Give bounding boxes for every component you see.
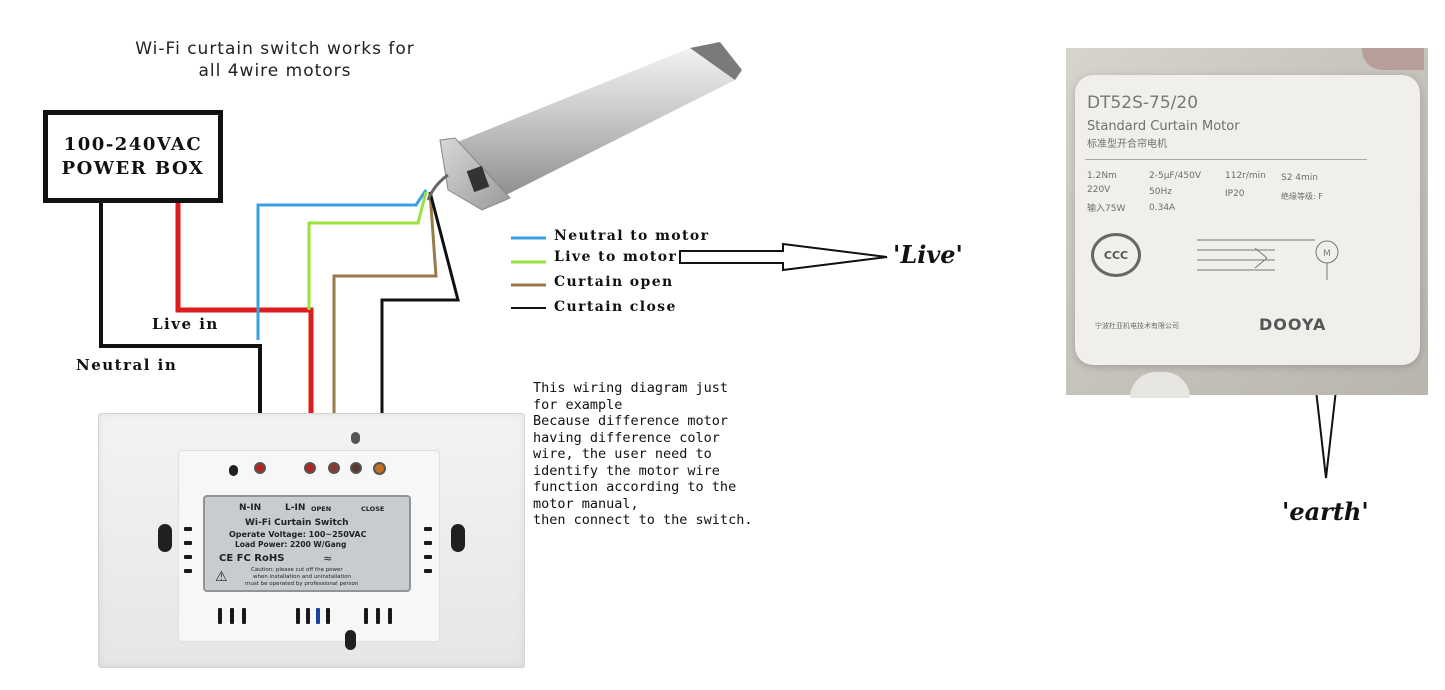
spec-current: 0.34A <box>1149 203 1176 213</box>
power-box: 100-240VAC POWER BOX <box>43 110 223 203</box>
terminal-open-text: OPEN <box>311 505 332 513</box>
spec-torque: 1.2Nm <box>1087 171 1117 181</box>
operate-voltage: Operate Voltage: 100~250VAC <box>229 530 367 539</box>
neutral-in-label: Neutral in <box>76 356 178 374</box>
motor-wiring-schematic: M <box>1197 239 1339 280</box>
status-led <box>316 608 320 624</box>
switch-screw-hole <box>229 465 238 476</box>
vent-slot <box>218 608 222 624</box>
live-in-label: Live in <box>152 315 219 333</box>
spec-frequency: 50Hz <box>1149 187 1172 197</box>
l-in-terminal <box>304 462 316 474</box>
ccc-text: CCC <box>1103 248 1129 262</box>
spec-speed: 112r/min <box>1225 171 1266 181</box>
wiring-note: This wiring diagram just for example Bec… <box>533 380 773 529</box>
diagram-title: Wi-Fi curtain switch works for all 4wire… <box>100 38 450 82</box>
vent-slot <box>242 608 246 624</box>
maker-cn: 宁波杜亚机电技术有限公司 <box>1095 322 1179 330</box>
switch-screw-top <box>351 432 360 444</box>
vent-slot <box>424 555 432 559</box>
n-in-terminal <box>254 462 266 474</box>
legend-live-to-motor: Live to motor <box>554 249 678 265</box>
spec-duty: S2 4min <box>1281 173 1318 183</box>
photo-corner <box>1362 48 1424 70</box>
legend-neutral-to-motor: Neutral to motor <box>554 228 710 244</box>
title-line-2: all 4wire motors <box>198 61 352 81</box>
caution-line-2: when installation and uninstallation <box>253 574 352 580</box>
note-line: identify the motor wire <box>533 462 720 479</box>
motor-name-cn: 标准型开合帘电机 <box>1087 139 1167 150</box>
legend-curtain-close: Curtain close <box>554 299 677 315</box>
close-terminal <box>373 462 386 475</box>
note-line: motor manual, <box>533 495 639 512</box>
mount-hole-left <box>158 524 172 552</box>
power-box-voltage: 100-240VAC <box>63 133 203 155</box>
load-power: Load Power: 2200 W/Gang <box>235 540 347 549</box>
vent-slot <box>184 541 192 545</box>
spec-ip: IP20 <box>1225 189 1245 199</box>
vent-slot <box>424 541 432 545</box>
note-line: Because difference motor <box>533 413 729 429</box>
mount-hole-bottom <box>345 630 356 650</box>
open-terminal <box>328 462 340 474</box>
note-line: then connect to the switch. <box>533 512 753 528</box>
note-line: wire, the user need to <box>533 446 712 462</box>
sticker-divider <box>1085 159 1367 160</box>
curtain-open-wire <box>332 191 438 468</box>
vent-slot <box>424 527 432 531</box>
vent-slot <box>424 569 432 573</box>
legend-curtain-open: Curtain open <box>554 274 674 290</box>
spec-insulation: 绝缘等级: F <box>1281 192 1323 201</box>
dooya-brand: DOOYA <box>1259 315 1327 334</box>
note-line: having difference color <box>533 429 720 446</box>
live-arrow <box>679 242 888 272</box>
blank-terminal <box>350 462 362 474</box>
vent-slot <box>306 608 310 624</box>
caution-line-1: Caution: please cut off the power <box>251 567 343 573</box>
live-callout: 'Live' <box>893 240 963 269</box>
vent-slot <box>296 608 300 624</box>
vent-slot <box>184 555 192 559</box>
wifi-icon: ≈ <box>323 552 333 565</box>
power-box-label: POWER BOX <box>61 157 205 179</box>
terminal-n-in-text: N-IN <box>239 503 262 513</box>
live-in-wire <box>175 203 314 468</box>
spec-capacitor: 2-5μF/450V <box>1149 171 1201 181</box>
spec-input: 输入75W <box>1087 204 1126 214</box>
mount-hole-right <box>451 524 465 552</box>
caution-line-3: must be operated by professional person <box>245 581 359 587</box>
note-line: This wiring diagram just <box>533 380 729 396</box>
curtain-close-wire <box>380 191 460 468</box>
note-line: function according to the <box>533 479 737 495</box>
neutral-in-wire <box>99 203 262 465</box>
live-to-motor-wire <box>307 191 428 310</box>
note-line: for example <box>533 396 623 413</box>
vent-slot <box>326 608 330 624</box>
title-line-1: Wi-Fi curtain switch works for <box>135 39 415 59</box>
spec-voltage: 220V <box>1087 185 1111 195</box>
switch-label-title: Wi-Fi Curtain Switch <box>245 518 349 528</box>
neutral-to-motor-wire <box>256 189 428 340</box>
warning-icon: ⚠ <box>215 569 228 585</box>
motor-rating-sticker: DT52S-75/20 Standard Curtain Motor 标准型开合… <box>1075 75 1420 365</box>
terminal-close-text: CLOSE <box>361 505 385 513</box>
terminal-l-in-text: L-IN <box>285 503 306 513</box>
motor-model: DT52S-75/20 <box>1087 93 1199 113</box>
vent-slot <box>184 569 192 573</box>
curtain-motor-image <box>426 42 742 211</box>
vent-slot <box>388 608 392 624</box>
earth-callout: 'earth' <box>1282 497 1369 526</box>
vent-slot <box>230 608 234 624</box>
vent-slot <box>376 608 380 624</box>
switch-spec-label: N-IN L-IN OPEN CLOSE Wi-Fi Curtain Switc… <box>203 495 411 592</box>
ccc-logo: CCC <box>1091 233 1141 277</box>
certification-marks: CE FC RoHS <box>219 553 285 564</box>
svg-text:M: M <box>1323 249 1331 259</box>
vent-slot <box>364 608 368 624</box>
vent-slot <box>184 527 192 531</box>
motor-name: Standard Curtain Motor <box>1087 119 1240 134</box>
